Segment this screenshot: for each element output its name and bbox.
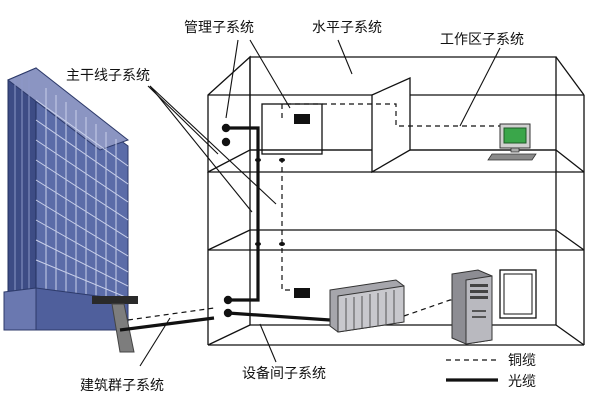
legend-fiber-label: 光缆 — [508, 374, 536, 390]
label-management-subsystem: 管理子系统 — [184, 20, 254, 36]
door — [499, 269, 537, 319]
office-building-illustration — [3, 67, 138, 353]
equipment-rack-icon — [329, 279, 405, 333]
label-leaders — [139, 39, 501, 367]
legend-copper-label: 铜缆 — [508, 353, 536, 369]
legend: 铜缆 光缆 — [446, 353, 536, 390]
schematic-building — [207, 55, 585, 346]
server-tower-icon — [451, 269, 493, 345]
label-building-group-subsystem: 建筑群子系统 — [80, 378, 164, 394]
top-floor-switch — [294, 114, 310, 124]
partition-wall — [371, 76, 411, 174]
bottom-floor-switch — [294, 288, 310, 298]
floor-top-left-wall — [207, 55, 251, 174]
copper-cables — [127, 103, 500, 321]
label-work-area-subsystem: 工作区子系统 — [440, 32, 524, 48]
connection-points — [221, 123, 285, 318]
label-equipment-room-subsystem: 设备间子系统 — [242, 365, 326, 382]
computer-icon — [487, 123, 537, 161]
label-horizontal-subsystem: 水平子系统 — [312, 20, 382, 36]
label-backbone-subsystem: 主干线子系统 — [66, 68, 150, 84]
fiber-cables — [119, 126, 331, 332]
management-room-box — [261, 103, 323, 155]
